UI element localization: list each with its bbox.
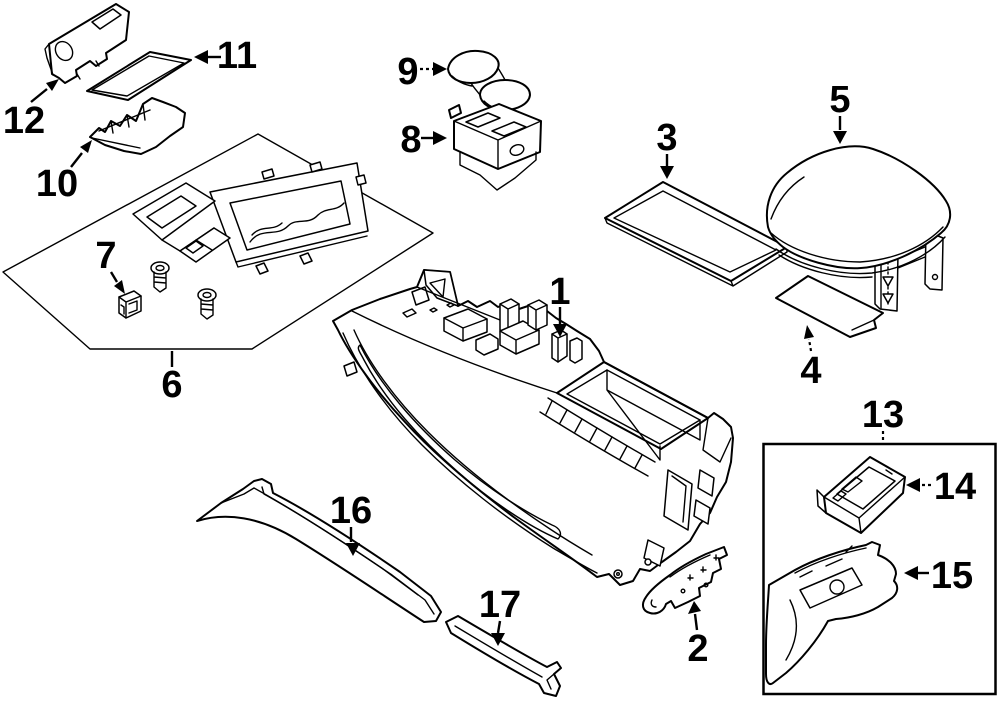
callout-11: 11 <box>194 35 257 77</box>
callout-9: 9 <box>397 51 447 93</box>
part-9-cupholder-mat <box>447 49 531 111</box>
callout-14-label: 14 <box>934 466 976 508</box>
callout-8-label: 8 <box>400 119 421 161</box>
callout-3: 3 <box>656 117 678 179</box>
part-5-armrest-lid <box>766 145 952 312</box>
callout-12: 12 <box>3 79 59 142</box>
callout-1: 1 <box>549 271 571 337</box>
callout-5: 5 <box>829 79 851 144</box>
callout-5-label: 5 <box>829 79 850 121</box>
part-16-side-trim <box>196 478 442 623</box>
part-3-tray <box>604 181 788 287</box>
callout-9-label: 9 <box>397 51 418 93</box>
callout-4-label: 4 <box>800 350 821 392</box>
callout-7: 7 <box>95 235 125 294</box>
part-14-console-tray <box>816 456 906 534</box>
callout-13-label: 13 <box>862 394 904 436</box>
callout-13: 13 <box>862 394 904 443</box>
callout-16: 16 <box>330 490 372 556</box>
callout-4: 4 <box>800 325 822 392</box>
part-6-boundary <box>2 133 434 350</box>
part-15-rear-finish-panel <box>765 541 899 685</box>
callout-6-label: 6 <box>161 364 182 406</box>
part-8-cupholder <box>448 103 542 191</box>
part-17-side-trim <box>445 615 562 697</box>
callout-2-label: 2 <box>687 628 708 670</box>
callout-11-label: 11 <box>217 35 257 77</box>
callout-12-label: 12 <box>3 100 45 142</box>
callout-17-label: 17 <box>479 584 521 626</box>
callout-10-label: 10 <box>36 163 78 205</box>
callout-2: 2 <box>687 601 709 670</box>
part-2-bracket <box>641 546 728 615</box>
callout-6: 6 <box>161 351 183 406</box>
callout-3-label: 3 <box>656 117 677 159</box>
callout-1-label: 1 <box>549 271 570 313</box>
part-10-bracket <box>89 97 186 155</box>
part-11-console-mat <box>86 51 192 101</box>
callout-14: 14 <box>906 466 976 508</box>
part-4-bin-mat <box>775 275 884 338</box>
callout-15-label: 15 <box>931 555 973 597</box>
mounting-screws <box>150 261 217 320</box>
callout-8: 8 <box>400 119 447 161</box>
part-6-trim-plate <box>132 161 369 275</box>
part-1-console-body <box>332 269 734 586</box>
callout-15: 15 <box>904 555 973 597</box>
callout-7-label: 7 <box>95 235 116 277</box>
callout-17: 17 <box>479 584 521 646</box>
part-7-switch <box>118 290 142 319</box>
callout-16-label: 16 <box>330 490 372 532</box>
callout-10: 10 <box>36 140 92 205</box>
part-12-switch-panel <box>44 3 130 84</box>
